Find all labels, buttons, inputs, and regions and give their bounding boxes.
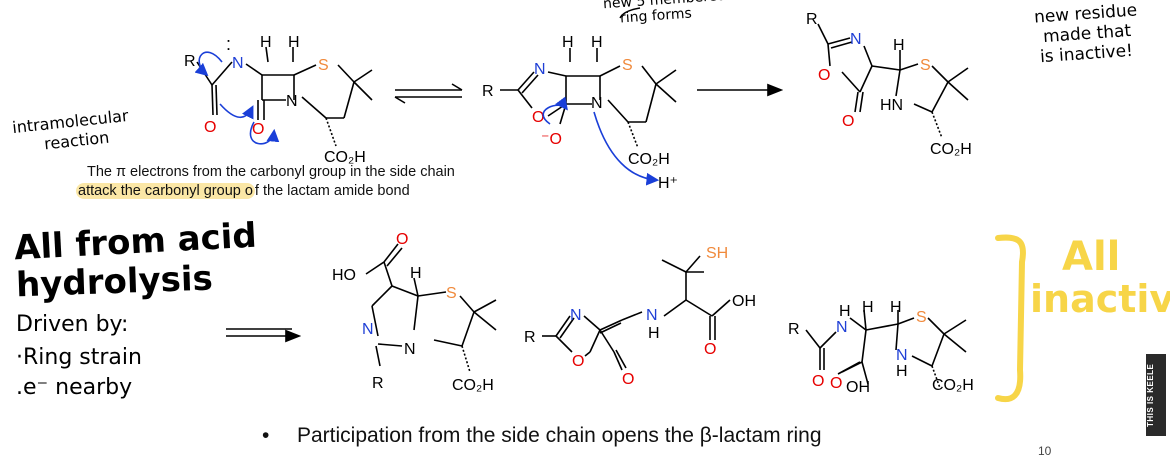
atom-S-3: S (920, 57, 931, 74)
page-number: 10 (1038, 444, 1052, 458)
atom-H-3: H (562, 34, 574, 51)
atom-S-5: S (916, 309, 927, 326)
atom-N-2: N (286, 93, 298, 110)
group-CO2H-3: CO₂H (930, 141, 972, 158)
equilibrium-arrow (394, 83, 463, 104)
atom-O-7: O (396, 231, 408, 248)
atom-N-5: N (850, 31, 862, 48)
note-all-inactive-2: inactive (1030, 277, 1170, 321)
note-ring-strain: ·Ring strain (16, 345, 142, 370)
caption-highlight: attack the carbonyl group o (76, 183, 255, 199)
atom-R-6: R (788, 321, 800, 338)
atom-H-7: H (648, 325, 660, 342)
structure-imidazoline (365, 243, 497, 373)
structure-enamine (542, 255, 731, 371)
atom-O-9: O (622, 371, 634, 388)
group-SH: SH (706, 245, 728, 262)
atom-H-2: H (288, 34, 300, 51)
curly-arrow-3 (249, 121, 280, 145)
group-CO2H-5: CO₂H (932, 377, 974, 394)
atom-O-1: O (204, 119, 216, 136)
structure-penicilloic-labels: R N H H H O O OH S N H CO₂H (788, 299, 974, 396)
atom-H-1: H (260, 34, 272, 51)
atom-N-8: N (570, 307, 582, 324)
atom-H-6: H (410, 265, 422, 282)
atom-R-5: R (524, 329, 536, 346)
atom-N-1: N (232, 55, 244, 72)
atom-O-4: ⁻O (541, 131, 562, 148)
atom-O-12: O (830, 375, 842, 392)
H-plus: H⁺ (658, 175, 678, 192)
atom-O-6: O (842, 113, 854, 130)
group-CO2H-1: CO₂H (324, 149, 366, 166)
atom-N-3: N (534, 61, 546, 78)
atom-O-5: O (818, 67, 830, 84)
group-CO2H-2: CO₂H (628, 151, 670, 168)
structure-intermediate-labels: R N O H H N ⁻O S CO₂H H⁺ (482, 34, 678, 192)
atom-N-6: N (362, 321, 374, 338)
group-HO: HO (332, 267, 356, 284)
curly-arrow-5 (593, 111, 660, 186)
curly-arrow-4 (542, 96, 568, 125)
yellow-bracket (995, 234, 1026, 403)
structure-penicilloic (805, 309, 967, 389)
atom-O-3: O (532, 109, 544, 126)
atom-O-11: O (812, 373, 824, 390)
lone-pair-1: : (226, 34, 231, 54)
structure-enamine-labels: R N O O N H SH OH O (524, 245, 756, 388)
curly-arrow-1 (194, 51, 223, 77)
structure-imidazoline-labels: HO O H N N S R CO₂H (332, 231, 494, 394)
note-driven-by: Driven by: (16, 312, 129, 337)
structure-penicillin-labels: R N : O H H N O S CO₂H (184, 34, 366, 166)
note-all-inactive-1: All (1062, 234, 1121, 280)
atom-H-11: H (896, 363, 908, 380)
atom-H-4: H (591, 34, 603, 51)
atom-R-3: R (806, 11, 818, 28)
atom-S-1: S (318, 57, 329, 74)
note-pointer (619, 7, 641, 19)
atom-R-1: R (184, 53, 196, 70)
group-HN: HN (880, 97, 903, 114)
atom-O-8: O (572, 353, 584, 370)
bullet-text: Participation from the side chain opens … (297, 424, 822, 447)
structure-oxazolone-labels: R N O O H S HN CO₂H (806, 11, 972, 158)
atom-R-4: R (372, 375, 384, 392)
structure-intermediate (500, 48, 677, 149)
atom-N-11: N (896, 347, 908, 364)
structure-oxazolone (817, 23, 969, 139)
atom-N-9: N (646, 307, 658, 324)
atom-R-2: R (482, 83, 494, 100)
reaction-arrow-2 (226, 328, 302, 343)
atom-H-5: H (893, 37, 905, 54)
atom-H-10: H (890, 299, 902, 316)
brand-tab (1146, 354, 1166, 436)
curly-arrow-2 (219, 103, 254, 120)
atom-N-7: N (404, 341, 416, 358)
caption-rest: f the lactam amide bond (254, 183, 410, 199)
atom-H-9: H (862, 299, 874, 316)
atom-H-8: H (839, 303, 851, 320)
note-e-nearby: .e⁻ nearby (16, 375, 133, 400)
atom-O-10: O (704, 341, 716, 358)
atom-S-4: S (446, 285, 457, 302)
group-OH-2: OH (846, 379, 870, 396)
atom-N-10: N (836, 319, 848, 336)
atom-N-4: N (591, 95, 603, 112)
structure-penicillin (196, 46, 373, 147)
atom-S-2: S (622, 57, 633, 74)
bullet-marker: • (262, 424, 270, 447)
atom-O-2: O (252, 121, 264, 138)
group-CO2H-4: CO₂H (452, 377, 494, 394)
group-OH-1: OH (732, 293, 756, 310)
caption-line-1: The π electrons from the carbonyl group … (87, 164, 455, 180)
